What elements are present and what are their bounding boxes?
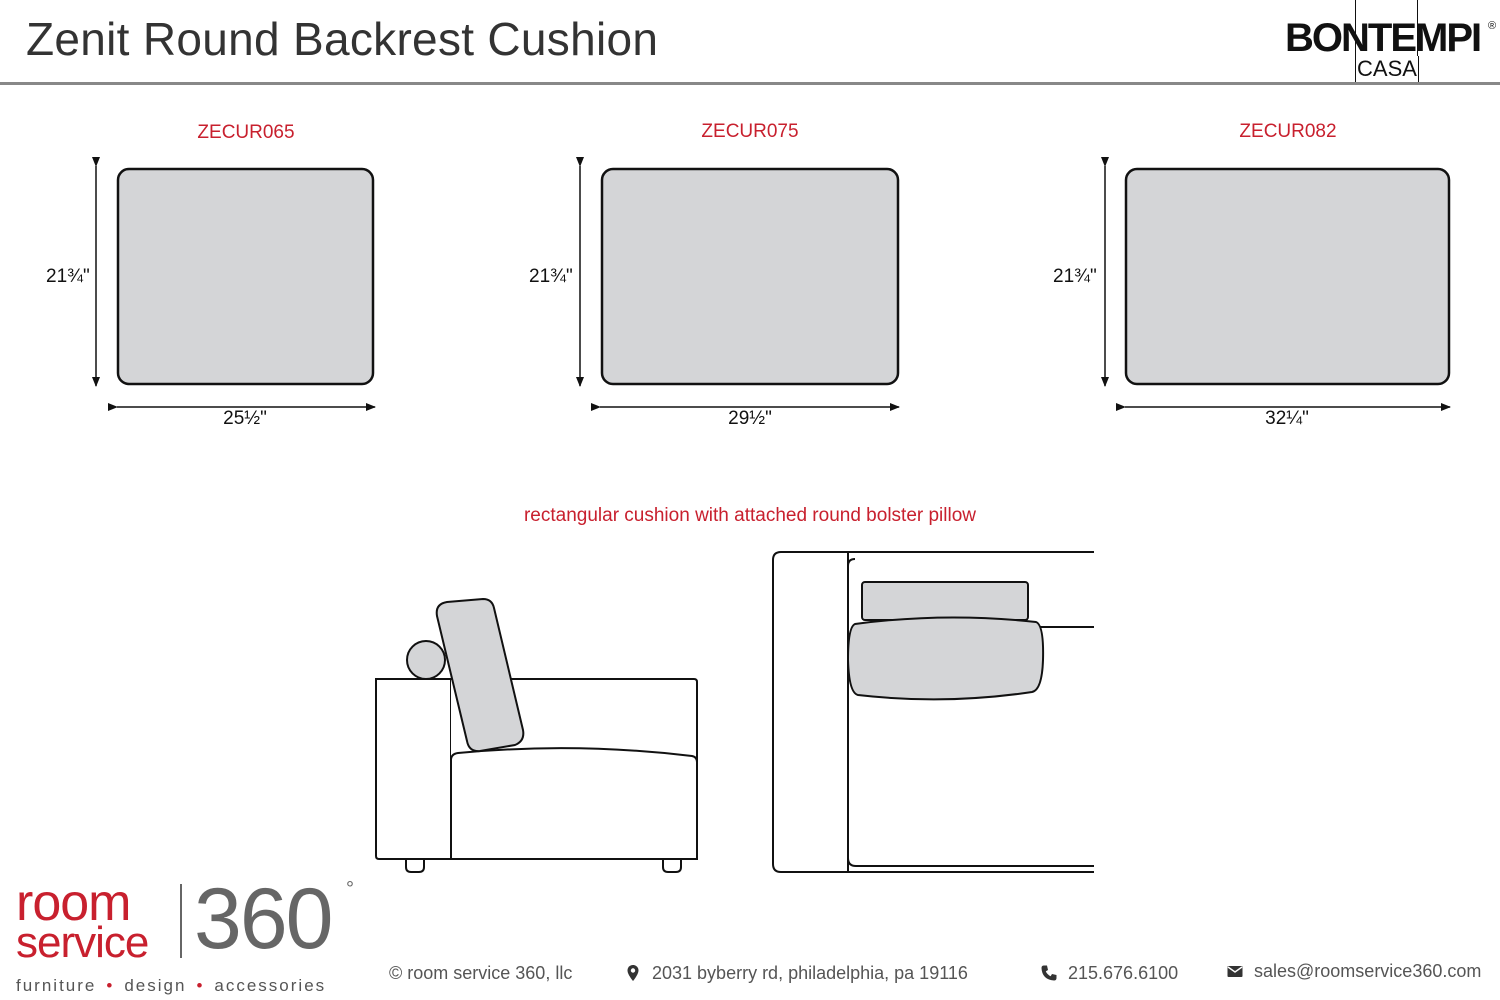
footer: room service 360 ° furniture•design•acce…	[0, 870, 1500, 1000]
bontempi-casa-logo: BONTEMPI ® CASA	[1285, 0, 1497, 84]
phone-icon	[1041, 965, 1057, 981]
cushion-top-view-zecur082	[1101, 157, 1451, 411]
logo-360: 360	[194, 871, 333, 967]
model-code-zecur082: ZECUR082	[1239, 121, 1337, 142]
tagline-furniture: furniture	[16, 976, 97, 995]
email-link[interactable]: sales@roomservice360.com	[1254, 961, 1482, 981]
side-view-illustration	[375, 597, 698, 873]
header-divider	[0, 82, 1500, 85]
width-label-zecur075: 29½"	[728, 408, 772, 429]
brand-frame-right	[1417, 0, 1418, 56]
model-code-zecur075: ZECUR075	[701, 121, 799, 142]
page-title: Zenit Round Backrest Cushion	[26, 13, 659, 65]
logo-room: room	[16, 874, 131, 932]
tagline-accessories: accessories	[214, 976, 327, 995]
brand-sub: CASA	[1355, 56, 1419, 83]
diagram-caption: rectangular cushion with attached round …	[523, 505, 977, 526]
brand-registered-mark: ®	[1488, 20, 1497, 32]
height-label-zecur082: 21¾"	[1053, 266, 1097, 287]
address-text: 2031 byberry rd, philadelphia, pa 19116	[652, 963, 968, 983]
logo-service: service	[16, 918, 149, 967]
footer-email: sales@roomservice360.com	[1226, 961, 1481, 982]
top-view-illustration	[772, 551, 1094, 873]
brand-name: BONTEMPI	[1285, 16, 1482, 60]
footer-phone: 215.676.6100	[1040, 963, 1178, 984]
envelope-icon	[1227, 966, 1243, 977]
footer-address: 2031 byberry rd, philadelphia, pa 19116	[624, 963, 968, 984]
logo-degree: °	[346, 878, 354, 900]
cushion-top-view-zecur075	[576, 157, 900, 411]
room-service-360-logo: room service 360 ° furniture•design•acce…	[16, 874, 356, 995]
brand-frame-left	[1355, 0, 1356, 56]
height-label-zecur065: 21¾"	[46, 266, 90, 287]
width-label-zecur082: 32¼"	[1265, 408, 1309, 429]
phone-link[interactable]: 215.676.6100	[1068, 963, 1179, 983]
footer-company: © room service 360, llc	[389, 963, 573, 983]
tagline-design: design	[124, 976, 187, 995]
cushion-top-view-zecur065	[92, 157, 376, 411]
width-label-zecur065: 25½"	[223, 408, 267, 429]
map-pin-icon	[627, 965, 639, 981]
logo-divider	[180, 884, 182, 958]
logo-tagline: furniture•design•accessories	[16, 976, 327, 995]
model-code-zecur065: ZECUR065	[197, 122, 295, 143]
height-label-zecur075: 21¾"	[529, 266, 573, 287]
